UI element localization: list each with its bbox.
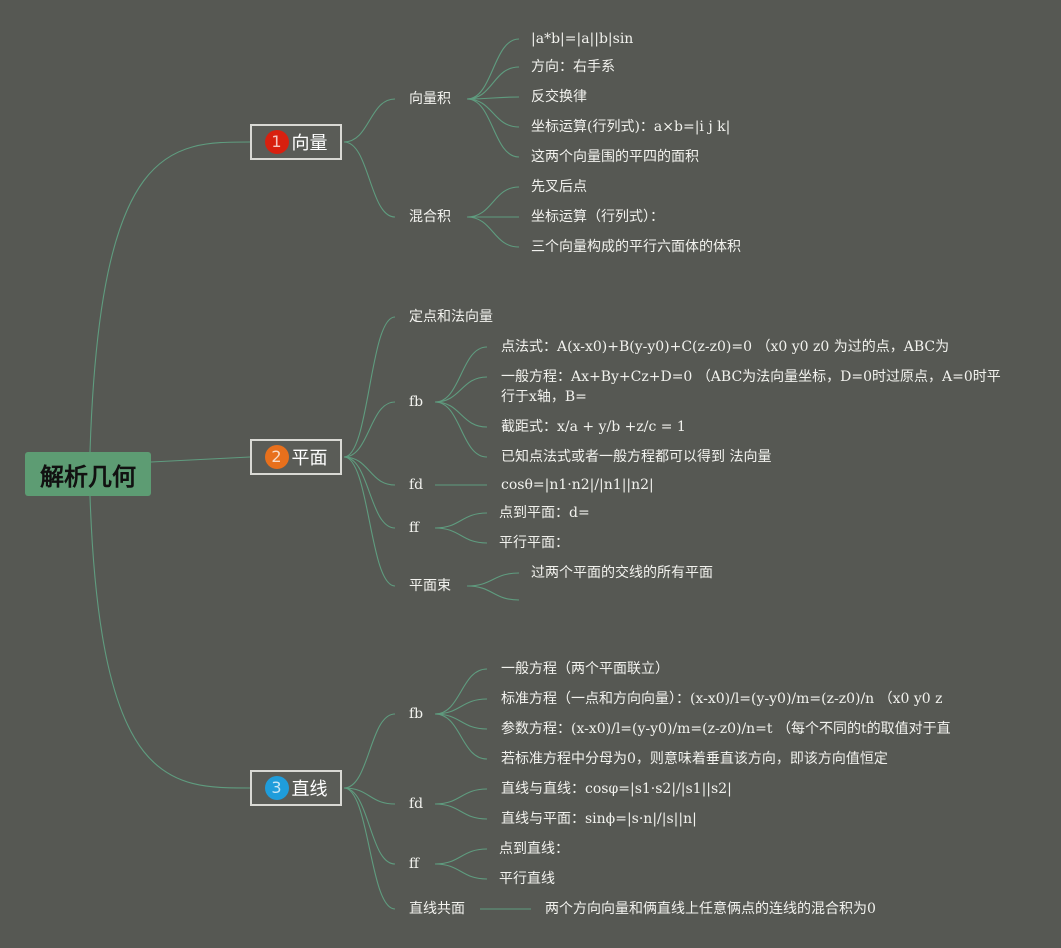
connector-line [466,38,520,100]
subtopic-cross-product[interactable]: 向量积 [409,91,451,107]
leaf-item[interactable]: 直线与直线：cosφ=|s1·s2|/|s1||s2| [501,781,732,797]
number-badge-icon: 3 [264,776,289,800]
subtopic-fb[interactable]: fb [409,706,424,722]
connector-line [343,141,396,218]
leaf-item[interactable]: 这两个向量围的平四的面积 [531,149,699,165]
leaf-item[interactable]: |a*b|=|a||b|sin [531,31,634,47]
leaf-item[interactable]: 过两个平面的交线的所有平面 [531,565,713,581]
connector-line [434,713,488,760]
leaf-item[interactable]: 坐标运算(行列式)：a×b=|i j k| [531,119,731,135]
topic-label: 向量 [291,133,328,154]
leaf-item[interactable]: cosθ=|n1·n2|/|n1||n2| [501,477,654,493]
topic-label: 平面 [291,448,328,469]
connector-line [343,98,396,143]
connector-line [466,98,520,128]
leaf-item[interactable]: 平行直线 [499,871,555,887]
connector-line [89,141,251,453]
leaf-item[interactable]: 一般方程（两个平面联立） [501,661,669,677]
connector-line [434,863,488,880]
leaf-item[interactable]: 三个向量构成的平行六面体的体积 [531,239,741,255]
connector-line [343,401,396,458]
connector-line [434,346,488,403]
subtopic-pencil[interactable]: 平面束 [409,578,451,594]
subtopic-fb[interactable]: fb [409,394,424,410]
connector-line [434,698,488,715]
connector-line [89,495,251,789]
topic-line[interactable]: 3 直线 [250,770,342,806]
number-badge-icon: 2 [264,445,289,469]
connector-line [150,456,251,463]
leaf-item[interactable]: 平行平面： [499,535,569,551]
connector-line [343,316,396,458]
subtopic-point-normal[interactable]: 定点和法向量 [409,309,493,325]
connector-line [466,98,520,158]
connector-line [466,572,520,587]
leaf-item[interactable]: 点到直线： [499,841,569,857]
leaf-item[interactable]: 截距式：x/a + y/b +z/c = 1 [501,419,686,435]
connector-line [466,96,520,100]
connector-line [343,456,396,587]
connector-line [343,456,396,486]
connector-line [434,527,488,544]
topic-plane[interactable]: 2 平面 [250,439,342,475]
connector-line [434,803,488,820]
connector-line [434,788,488,805]
connector-line [343,456,396,529]
topic-vector[interactable]: 1 向量 [250,124,342,160]
leaf-item[interactable]: 直线与平面：sinϕ=|s·n|/|s||n| [501,811,697,827]
subtopic-mixed-product[interactable]: 混合积 [409,209,451,225]
connector-line [434,401,488,458]
leaf-item[interactable]: 反交换律 [531,89,587,105]
connector-line [343,787,396,805]
connector-line [466,585,520,601]
leaf-item[interactable]: 一般方程：Ax+By+Cz+D=0 （ABC为法向量坐标，D=0时过原点，A=0… [501,369,1001,405]
subtopic-ff[interactable]: ff [409,520,419,536]
subtopic-ff[interactable]: ff [409,856,419,872]
leaf-item[interactable]: 方向：右手系 [531,59,615,75]
connector-line [343,787,396,865]
subtopic-fd[interactable]: fd [409,796,424,812]
connector-line [466,216,520,248]
root-topic[interactable]: 解析几何 [25,452,151,496]
leaf-item[interactable]: 标准方程（一点和方向向量）：(x-x0)/l=(y-y0)/m=(z-z0)/n… [501,691,943,707]
root-title: 解析几何 [40,462,136,491]
leaf-item[interactable]: 先叉后点 [531,179,587,195]
leaf-item[interactable]: 点法式：A(x-x0)+B(y-y0)+C(z-z0)=0 （x0 y0 z0 … [501,339,950,355]
leaf-item[interactable]: 参数方程：(x-x0)/l=(y-y0)/m=(z-z0)/n=t （每个不同的… [501,721,951,737]
connector-line [466,66,520,100]
leaf-item[interactable]: 若标准方程中分母为0，则意味着垂直该方向，即该方向值恒定 [501,751,888,767]
topic-label: 直线 [291,779,328,800]
leaf-item[interactable]: 坐标运算（行列式）： [531,209,664,225]
connector-line [434,668,488,715]
leaf-item[interactable]: 点到平面：d= [499,505,590,521]
number-badge-icon: 1 [264,130,289,154]
connector-line [434,512,488,529]
subtopic-fd[interactable]: fd [409,477,424,493]
connector-line [343,787,396,910]
subtopic-coplanar[interactable]: 直线共面 [409,901,465,917]
leaf-item[interactable]: 已知点法式或者一般方程都可以得到 法向量 [501,449,772,465]
connector-line [434,376,488,403]
leaf-item[interactable]: 两个方向向量和俩直线上任意俩点的连线的混合积为0 [545,901,876,917]
connector-line [466,186,520,218]
connector-line [434,713,488,730]
connector-line [434,401,488,428]
connector-line [343,713,396,789]
connector-line [434,848,488,865]
